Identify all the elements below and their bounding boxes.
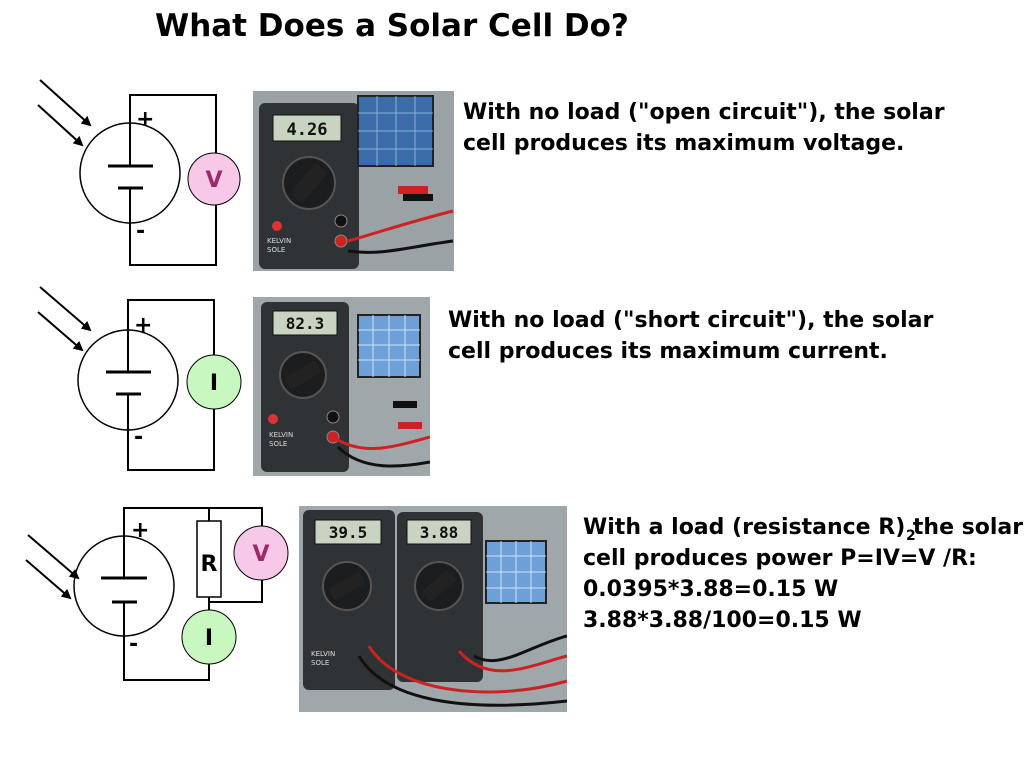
resistor-symbol	[196, 520, 222, 598]
meter-reading: 39.5	[329, 523, 368, 542]
caption-line: cell produces its maximum voltage.	[463, 131, 905, 156]
voltmeter-label: V	[205, 168, 222, 193]
meter-brand: KELVIN	[267, 237, 291, 245]
negative-terminal: -	[136, 219, 145, 244]
meter-reading: 4.26	[287, 120, 328, 140]
caption-line: cell produces its maximum current.	[448, 339, 888, 364]
ammeter-symbol	[186, 354, 242, 410]
caption-line: cell produces power P=IV=V /R:	[583, 546, 977, 571]
voltmeter-label: V	[252, 542, 269, 567]
voltmeter-symbol	[233, 525, 289, 581]
positive-terminal: +	[134, 313, 152, 338]
circuit-2-current: + - I	[37, 286, 242, 471]
meter-brand-sub: SOLE	[269, 440, 287, 448]
caption-line: With no load ("short circuit"), the sola…	[448, 308, 934, 333]
caption-line: With no load ("open circuit"), the solar	[463, 100, 945, 125]
ammeter-label: I	[205, 626, 213, 651]
light-arrows-icon	[25, 534, 80, 600]
positive-terminal: +	[136, 107, 154, 132]
negative-terminal: -	[134, 425, 143, 450]
resistor-label: R	[201, 552, 218, 577]
slide-title: What Does a Solar Cell Do?	[155, 8, 629, 44]
voltmeter-symbol	[187, 152, 241, 206]
light-arrows-icon	[37, 79, 92, 147]
meter-reading: 82.3	[286, 314, 325, 333]
caption-open-circuit: With no load ("open circuit"), the solar…	[463, 97, 945, 159]
meter-reading: 3.88	[420, 523, 459, 542]
positive-terminal: +	[131, 518, 149, 543]
superscript-exponent: 2	[906, 528, 916, 544]
meter-brand-sub: SOLE	[267, 246, 285, 254]
caption-short-circuit: With no load ("short circuit"), the sola…	[448, 305, 933, 367]
caption-line: 0.0395*3.88=0.15 W	[583, 577, 839, 602]
ammeter-symbol	[181, 609, 237, 665]
ammeter-label: I	[210, 371, 218, 396]
meter-brand: KELVIN	[311, 650, 335, 658]
caption-load: With a load (resistance R) the solar cel…	[583, 512, 1024, 636]
circuit-3-load: R + - V I	[25, 507, 289, 681]
caption-line: 3.88*3.88/100=0.15 W	[583, 608, 862, 633]
meter-brand: KELVIN	[269, 431, 293, 439]
multimeter-photo-open-circuit: 4.26 KELVIN SOLE	[253, 91, 454, 271]
light-arrows-icon	[37, 286, 92, 352]
meter-brand-sub: SOLE	[311, 659, 329, 667]
caption-line: With a load (resistance R) the solar	[583, 515, 1024, 540]
circuit-1-voltage: + - V	[37, 79, 241, 266]
multimeter-photo-load: 39.5 KELVIN SOLE 3.88	[299, 506, 567, 712]
negative-terminal: -	[129, 632, 138, 657]
multimeter-photo-short-circuit: 82.3 KELVIN SOLE	[253, 297, 430, 476]
